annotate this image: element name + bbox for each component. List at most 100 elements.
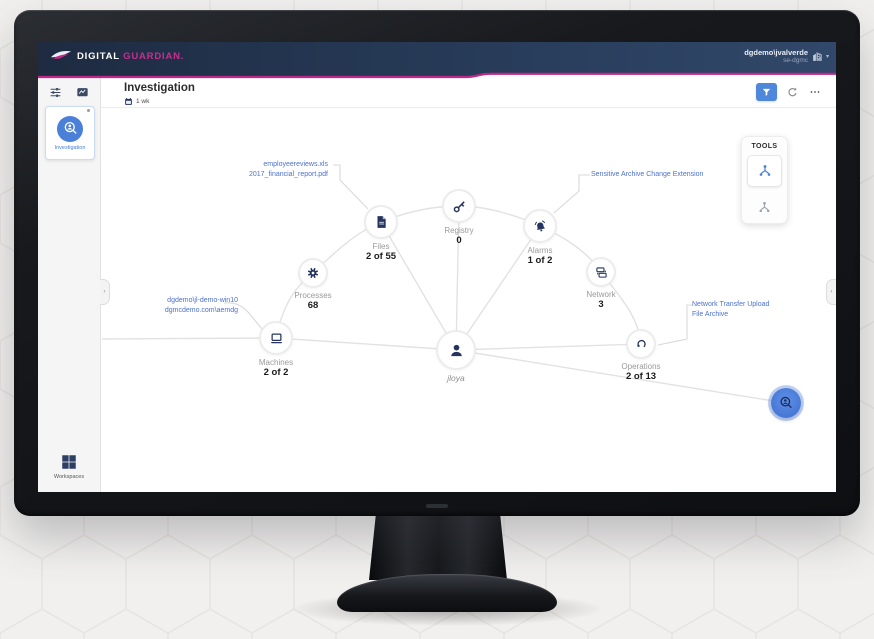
sidebar-item-investigation[interactable]: Investigation	[45, 106, 95, 160]
chevron-left-icon: ‹	[830, 289, 833, 295]
node-circle	[523, 209, 557, 243]
ellipsis-icon	[810, 91, 820, 93]
page-title: Investigation	[124, 82, 195, 94]
investigation-fab-button[interactable]	[771, 388, 801, 418]
annotation-line: dgdemo\jl-demo-win10	[167, 297, 238, 304]
brand-text: DIGITAL GUARDIAN.	[77, 51, 184, 62]
node-processes[interactable]: Processes 68	[273, 258, 353, 311]
workspaces-label: Workspaces	[53, 474, 85, 480]
monitor-stand-base	[337, 574, 557, 612]
node-circle	[586, 257, 616, 287]
organization-menu[interactable]: ▾	[811, 50, 829, 63]
tree-layout-icon	[759, 201, 770, 212]
sliders-icon	[50, 87, 61, 97]
node-circle	[298, 258, 328, 288]
node-machines[interactable]: Machines 2 of 2	[236, 321, 316, 378]
gear-icon	[308, 268, 318, 278]
tools-title: TOOLS	[751, 143, 778, 150]
annotation-files[interactable]: employeereviews.xls 2017_financial_repor…	[216, 160, 328, 179]
wings-logo-icon	[50, 51, 72, 59]
node-circle	[442, 189, 476, 223]
investigation-avatar	[57, 115, 83, 142]
node-label: Operations	[621, 362, 661, 371]
tool-hierarchy-layout-button[interactable]	[747, 155, 782, 187]
filter-button[interactable]	[756, 83, 777, 101]
node-label: Processes	[294, 291, 332, 300]
tools-panel: TOOLS	[741, 136, 788, 224]
key-icon	[453, 200, 465, 212]
bezel-logo	[426, 504, 448, 508]
more-options-button[interactable]	[808, 86, 822, 98]
brand-accent-line	[38, 72, 836, 79]
user-icon	[450, 344, 462, 356]
node-count: 2 of 13	[625, 371, 657, 382]
annotation-line: Sensitive Archive Change Extension	[591, 171, 704, 178]
refresh-button[interactable]	[786, 86, 799, 99]
node-network[interactable]: Network 3	[561, 257, 641, 310]
tool-tree-layout-button[interactable]	[748, 196, 781, 218]
right-panel-collapse-handle[interactable]: ‹	[826, 279, 836, 305]
node-label: Registry	[444, 226, 474, 235]
annotation-line: Network Transfer Upload	[692, 301, 770, 308]
timeframe-label: 1 wk	[136, 98, 150, 105]
left-panel-collapse-handle[interactable]: ‹	[100, 279, 110, 305]
annotation-line: File Archive	[692, 310, 729, 318]
screen: DIGITAL GUARDIAN. dgdemo\jvalverde se-dg…	[38, 42, 836, 492]
person-search-icon	[64, 121, 77, 134]
investigation-card-label: Investigation	[54, 144, 86, 151]
annotation-machines[interactable]: dgdemo\jl-demo-win10 dgmcdemo.com\aemdg	[148, 296, 238, 315]
sidebar: Investigation Workspaces	[38, 78, 101, 492]
monitor-stand-neck	[369, 514, 507, 580]
laptop-icon	[270, 333, 282, 343]
chevron-left-icon: ‹	[103, 289, 106, 295]
workspaces-grid-icon	[62, 455, 76, 469]
node-count: 2 of 2	[263, 367, 289, 378]
annotation-alarms[interactable]: Sensitive Archive Change Extension	[591, 170, 711, 180]
calendar-icon	[125, 97, 132, 105]
node-circle	[259, 321, 293, 355]
user-org: se-dgmc	[783, 57, 808, 65]
node-circle	[364, 205, 398, 239]
node-count: 0	[456, 235, 462, 246]
annotation-operations[interactable]: Network Transfer Upload File Archive	[692, 300, 802, 319]
user-name: dgdemo\jvalverde	[744, 48, 808, 57]
brand-word-guardian: GUARDIAN.	[123, 51, 185, 62]
brand-word-digital: DIGITAL	[77, 51, 120, 62]
node-label: Alarms	[527, 246, 553, 255]
annotation-line: employeereviews.xls	[263, 161, 328, 168]
node-count: 2 of 55	[365, 251, 397, 262]
node-label: Files	[372, 242, 390, 251]
chevron-down-icon: ▾	[825, 54, 829, 60]
center-user-label: jloya	[447, 373, 465, 383]
node-registry[interactable]: Registry 0	[419, 189, 499, 246]
sliders-filter-button[interactable]	[47, 85, 64, 99]
node-operations[interactable]: Operations 2 of 13	[601, 329, 681, 382]
dashboard-view-button[interactable]	[74, 85, 91, 99]
digital-guardian-logo: DIGITAL GUARDIAN.	[50, 50, 184, 63]
person-search-icon	[780, 396, 792, 409]
organization-icon	[813, 52, 822, 61]
node-circle	[436, 330, 476, 370]
hierarchy-icon	[759, 165, 770, 176]
timeframe-badge[interactable]: 1 wk	[124, 97, 149, 106]
annotation-line: 2017_financial_report.pdf	[248, 170, 328, 178]
monitor-frame: DIGITAL GUARDIAN. dgdemo\jvalverde se-dg…	[14, 10, 860, 516]
node-label: Machines	[258, 358, 294, 367]
alarm-bell-icon	[534, 219, 545, 231]
node-circle	[626, 329, 656, 359]
navbar	[38, 42, 836, 79]
dashboard-icon	[77, 87, 88, 96]
node-user-center[interactable]: jloya	[416, 330, 496, 383]
funnel-icon	[762, 88, 771, 96]
card-menu-dot[interactable]	[87, 109, 90, 112]
document-icon	[377, 216, 386, 228]
user-block[interactable]: dgdemo\jvalverde se-dgmc	[744, 48, 808, 66]
node-count: 1 of 2	[527, 255, 553, 266]
node-count: 68	[307, 300, 319, 311]
node-count: 3	[598, 299, 604, 310]
sidebar-item-workspaces[interactable]: Workspaces	[38, 453, 100, 480]
refresh-icon	[788, 87, 797, 96]
node-files[interactable]: Files 2 of 55	[341, 205, 421, 262]
graph-edges	[101, 164, 787, 404]
node-label: Network	[586, 290, 616, 299]
